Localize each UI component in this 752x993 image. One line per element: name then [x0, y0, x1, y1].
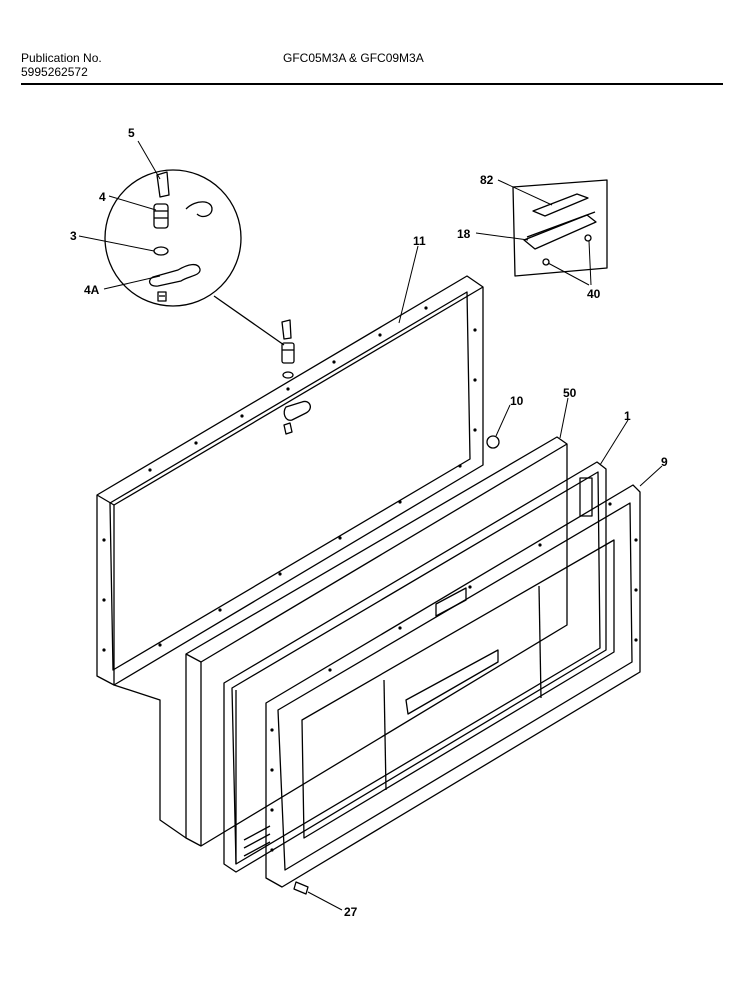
bottom-screw [293, 881, 309, 895]
publication-number: 5995262572 [21, 65, 88, 79]
detail-connector-line [213, 295, 285, 346]
callout-4a: 4A [84, 283, 100, 297]
callout-11: 11 [413, 234, 426, 248]
callout-82: 82 [480, 173, 494, 187]
door-liner [113, 436, 568, 847]
callout-18: 18 [457, 227, 471, 241]
callout-40: 40 [587, 287, 601, 301]
publication-label: Publication No. [21, 51, 102, 65]
callout-9: 9 [661, 455, 668, 469]
handle-detail-box [512, 179, 608, 277]
callout-10: 10 [510, 394, 524, 408]
callout-27: 27 [344, 905, 358, 919]
hinge-detail-circle [104, 169, 242, 307]
model-numbers: GFC05M3A & GFC09M3A [283, 51, 424, 65]
inner-door-panel [223, 461, 607, 873]
leader-lines [78, 140, 663, 911]
callout-4: 4 [99, 190, 106, 204]
callout-1: 1 [624, 409, 631, 423]
grommet [486, 435, 500, 449]
callout-3: 3 [70, 229, 77, 243]
callout-5: 5 [128, 126, 135, 140]
outer-door [265, 484, 641, 888]
callout-50: 50 [563, 386, 577, 400]
hinge-assembly [281, 319, 312, 435]
rivet-dots [102, 306, 638, 852]
gasket-frame [96, 275, 484, 686]
header-rule [21, 83, 723, 85]
